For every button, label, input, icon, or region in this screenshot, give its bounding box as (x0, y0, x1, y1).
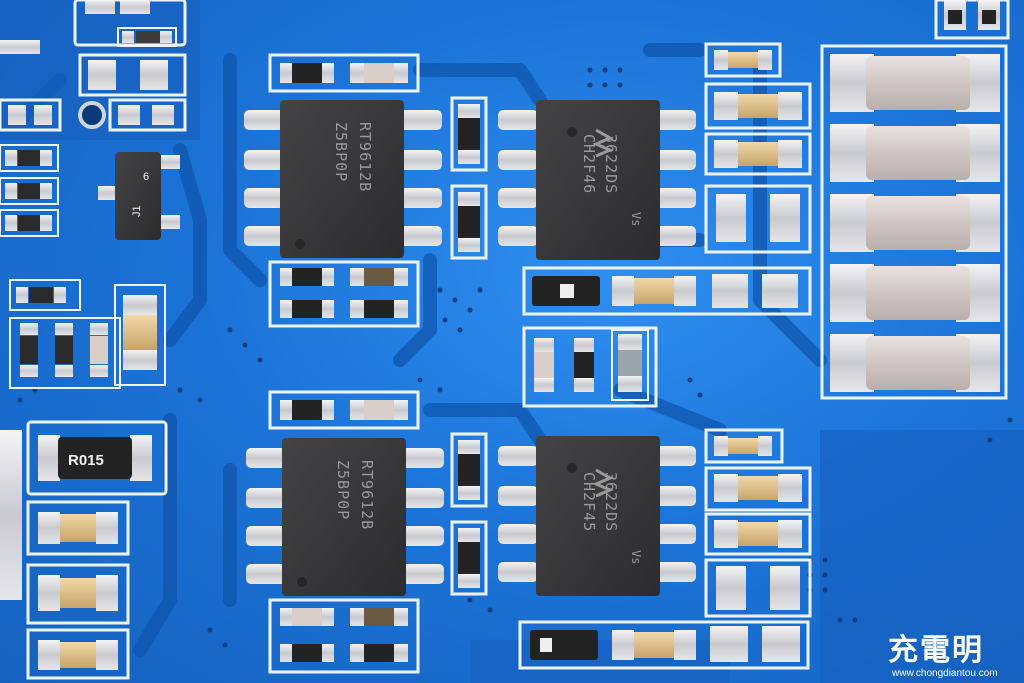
mosfet-bottom-line1: 3622DS (602, 472, 620, 532)
mosfet-top-line2: CH2F46 (580, 134, 598, 194)
resistor-r015: R015 (26, 420, 168, 496)
left-small-components (0, 0, 187, 600)
mosfet-bottom-line2: CH2F45 (580, 472, 598, 532)
j1-label: J1 (131, 205, 143, 217)
large-via (78, 101, 106, 129)
bottom-row-components (518, 620, 810, 670)
driver-chip-top: RT9612B Z5BP0P (244, 53, 442, 328)
top-right-capacitors (704, 42, 812, 254)
gate-resistors-top (450, 96, 488, 260)
vishay-logo-icon (592, 128, 614, 158)
mosfet-bottom-brand: Vs (629, 550, 643, 564)
gate-resistors-bottom (450, 432, 488, 596)
driver-bottom-line2: Z5BP0P (334, 460, 352, 520)
vias (17, 67, 1013, 648)
bottom-right-capacitors (704, 428, 812, 618)
watermark-url: www.chongdiantou.com (891, 668, 998, 679)
mosfet-top-line1: 3622DS (602, 134, 620, 194)
corner-components (934, 0, 1010, 40)
driver-top-line2: Z5BP0P (332, 122, 350, 182)
resistor-label: R015 (68, 452, 104, 469)
mosfet-chip-bottom: 3622DS CH2F45 Vs (498, 436, 696, 596)
j1-pin-label: 6 (143, 171, 149, 183)
large-ceramic-capacitors (820, 44, 1008, 400)
mid-row-components (522, 266, 812, 408)
left-capacitors (26, 500, 130, 680)
mosfet-chip-top: 3622DS CH2F46 Vs (498, 100, 696, 260)
driver-bottom-line1: RT9612B (358, 460, 376, 530)
vishay-logo-icon (592, 468, 614, 498)
mosfet-top-brand: Vs (629, 212, 643, 226)
driver-chip-bottom: RT9612B Z5BP0P (246, 390, 444, 674)
watermark-logo: 充電明 www.chongdiantou.com (888, 633, 998, 679)
driver-top-line1: RT9612B (356, 122, 374, 192)
sot23-j1: 6 J1 (98, 152, 180, 240)
watermark-title: 充電明 (888, 633, 984, 668)
